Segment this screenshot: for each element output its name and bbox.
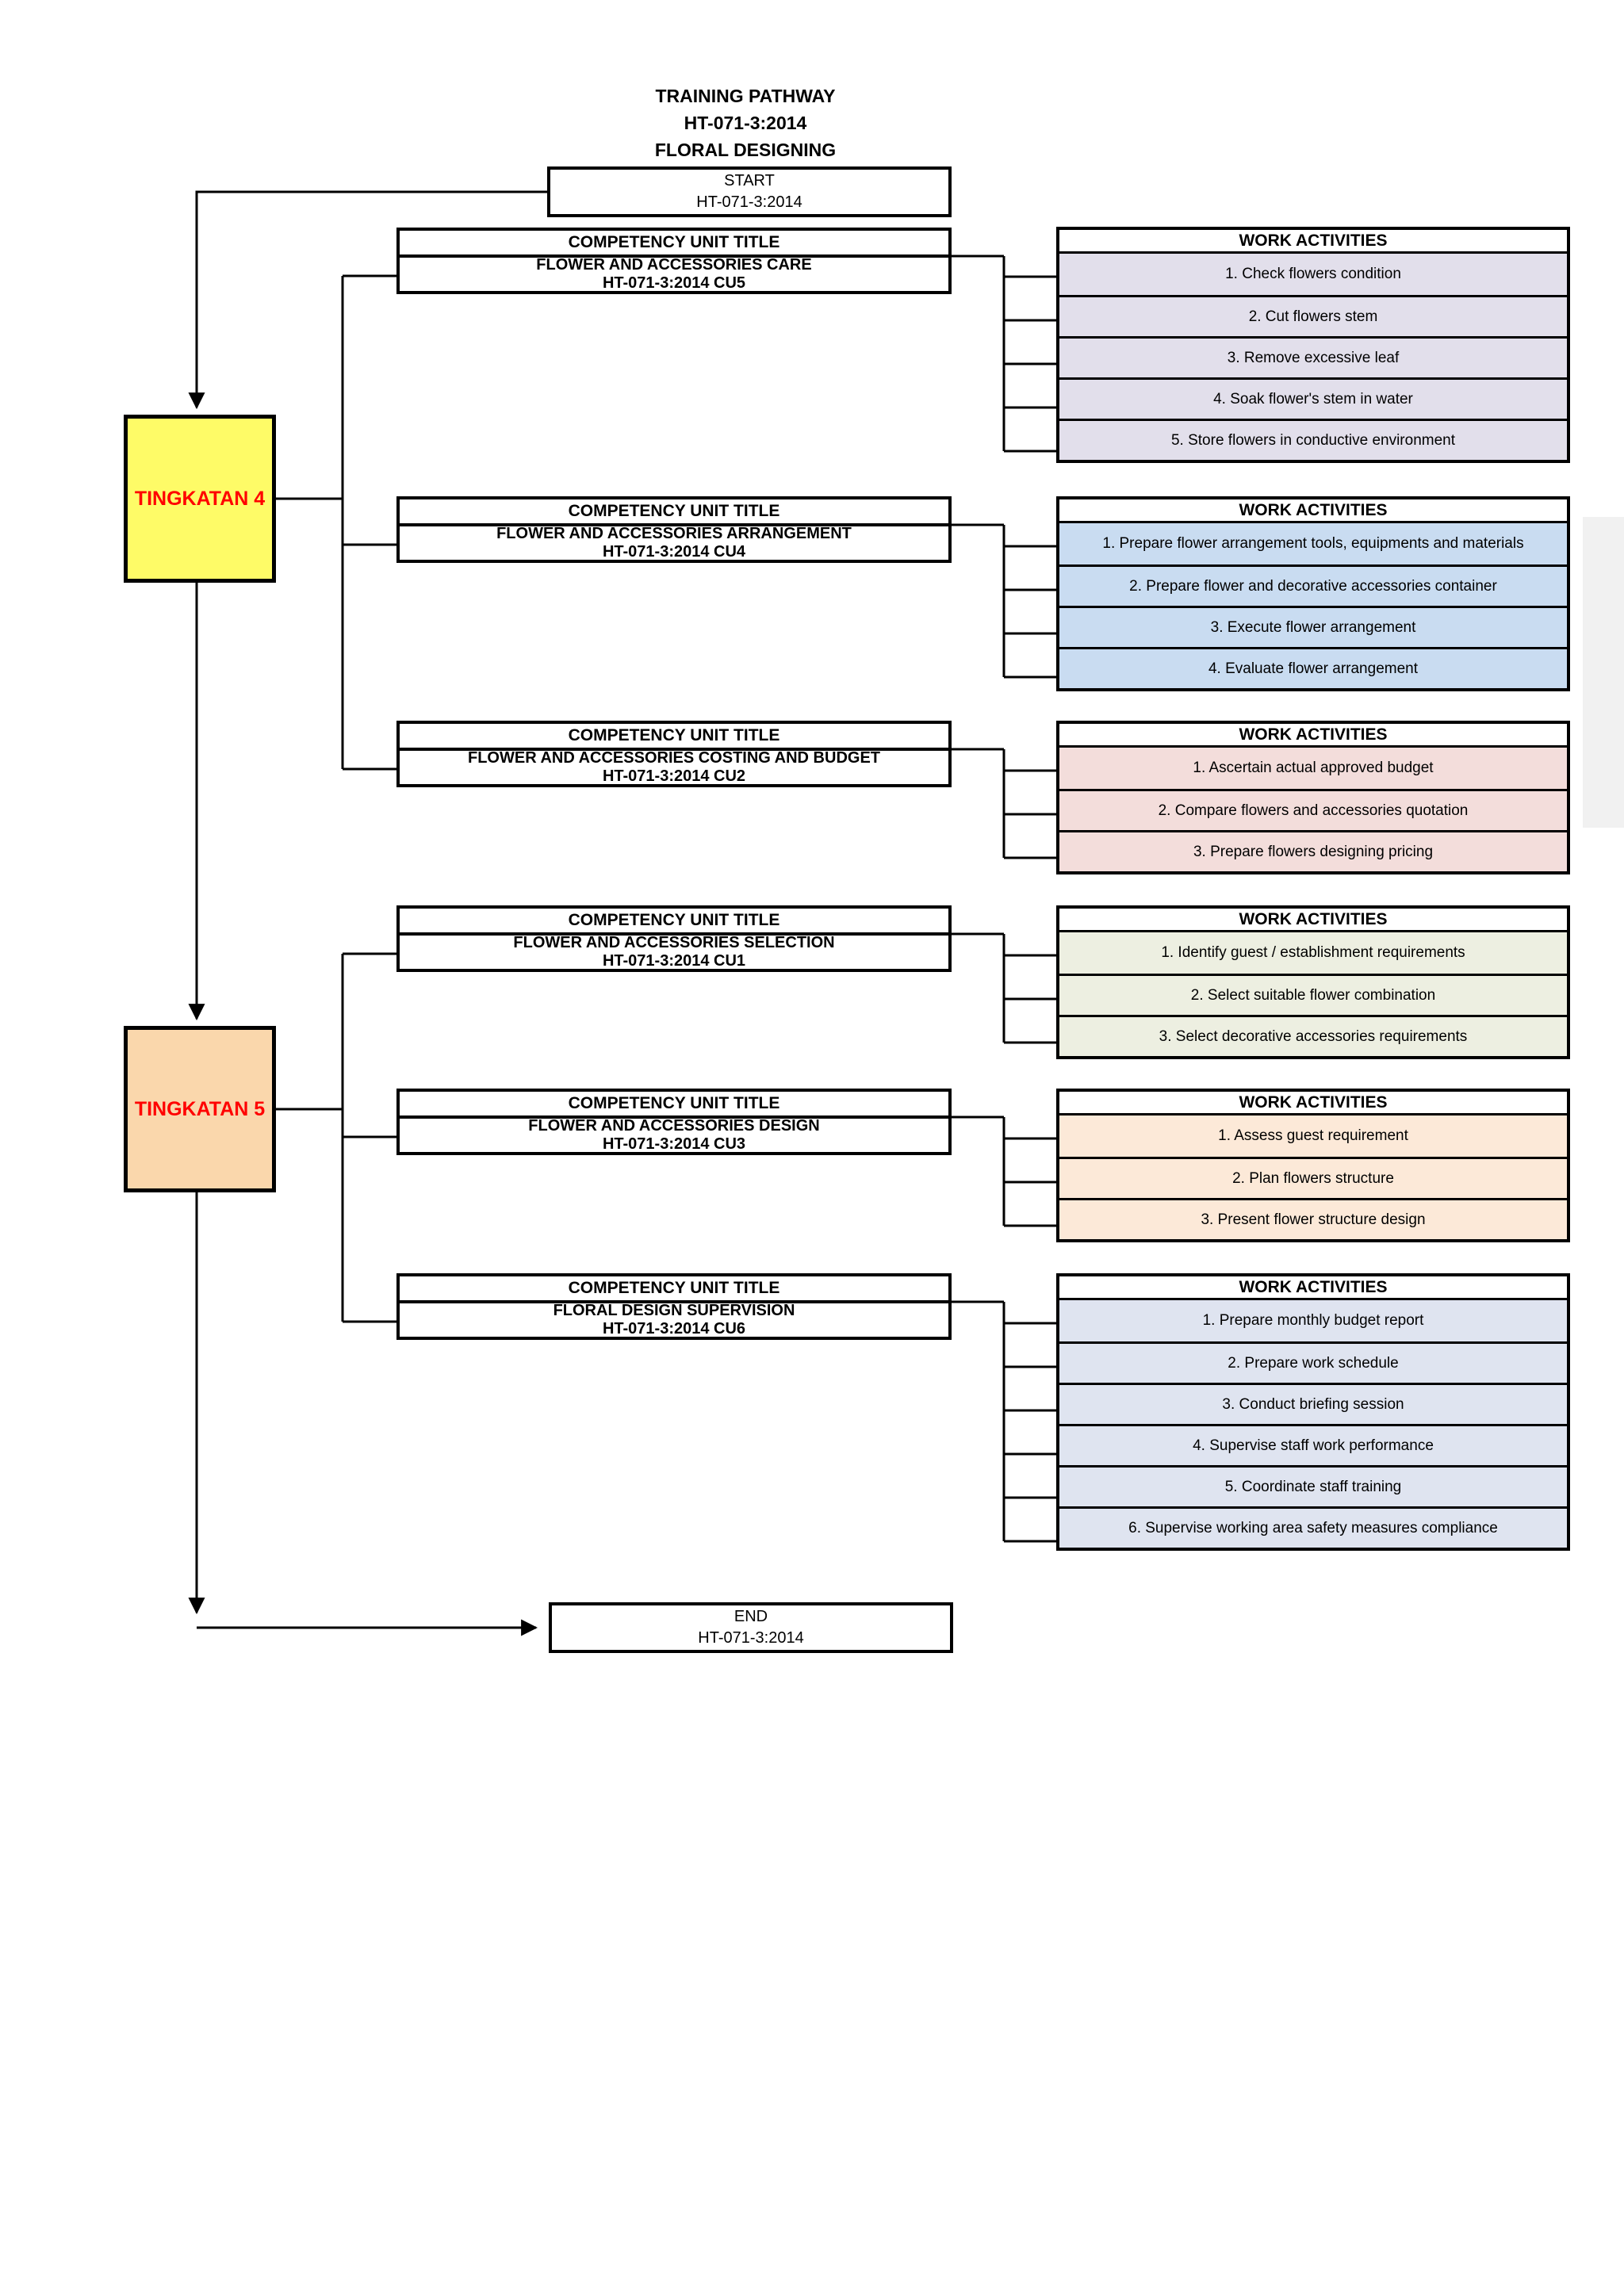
work-activity-item: 1. Prepare monthly budget report [1059, 1300, 1567, 1341]
work-activity-item: 1. Ascertain actual approved budget [1059, 748, 1567, 789]
title-line-1: TRAINING PATHWAY [655, 86, 836, 106]
work-activity-item: 5. Coordinate staff training [1059, 1465, 1567, 1506]
competency-unit-code: HT-071-3:2014 CU5 [602, 274, 746, 292]
work-activities-header: WORK ACTIVITIES [1059, 230, 1567, 254]
end-node: END HT-071-3:2014 [549, 1602, 953, 1653]
work-activities-header: WORK ACTIVITIES [1059, 1092, 1567, 1115]
work-activities-selection: WORK ACTIVITIES 1. Identify guest / esta… [1056, 905, 1570, 1059]
level-label: TINGKATAN 5 [134, 1097, 266, 1120]
competency-unit-title: FLOWER AND ACCESSORIES SELECTION [513, 934, 835, 951]
end-label: END [733, 1608, 768, 1625]
work-activities-header: WORK ACTIVITIES [1059, 1276, 1567, 1300]
work-activity-item: 4. Soak flower's stem in water [1059, 377, 1567, 419]
competency-unit-header: COMPETENCY UNIT TITLE [400, 1276, 948, 1303]
work-activity-item: 1. Assess guest requirement [1059, 1115, 1567, 1157]
work-activity-item: 4. Evaluate flower arrangement [1059, 647, 1567, 688]
competency-unit-title: FLOWER AND ACCESSORIES DESIGN [528, 1117, 820, 1135]
work-activity-item: 1. Prepare flower arrangement tools, equ… [1059, 523, 1567, 564]
work-activities-header: WORK ACTIVITIES [1059, 909, 1567, 932]
competency-unit-supervision: COMPETENCY UNIT TITLE FLORAL DESIGN SUPE… [396, 1273, 952, 1340]
level-node-tingkatan-5: TINGKATAN 5 [124, 1026, 276, 1192]
competency-unit-care: COMPETENCY UNIT TITLE FLOWER AND ACCESSO… [396, 228, 952, 294]
competency-unit-selection: COMPETENCY UNIT TITLE FLOWER AND ACCESSO… [396, 905, 952, 972]
work-activity-item: 6. Supervise working area safety measure… [1059, 1506, 1567, 1548]
start-label: START [724, 172, 775, 189]
work-activity-item: 5. Store flowers in conductive environme… [1059, 419, 1567, 460]
competency-unit-title: FLOWER AND ACCESSORIES CARE [536, 256, 812, 274]
start-code: HT-071-3:2014 [696, 193, 802, 211]
work-activity-item: 2. Plan flowers structure [1059, 1157, 1567, 1198]
competency-unit-arrangement: COMPETENCY UNIT TITLE FLOWER AND ACCESSO… [396, 496, 952, 563]
competency-unit-title: FLORAL DESIGN SUPERVISION [553, 1302, 795, 1319]
competency-unit-code: HT-071-3:2014 CU2 [602, 767, 746, 785]
work-activities-design: WORK ACTIVITIES 1. Assess guest requirem… [1056, 1089, 1570, 1242]
competency-unit-code: HT-071-3:2014 CU4 [602, 543, 746, 561]
work-activity-item: 2. Select suitable flower combination [1059, 974, 1567, 1015]
competency-unit-design: COMPETENCY UNIT TITLE FLOWER AND ACCESSO… [396, 1089, 952, 1155]
page-title: TRAINING PATHWAY HT-071-3:2014 FLORAL DE… [428, 82, 1063, 163]
work-activity-item: 3. Remove excessive leaf [1059, 336, 1567, 377]
competency-unit-header: COMPETENCY UNIT TITLE [400, 1092, 948, 1119]
work-activity-item: 3. Present flower structure design [1059, 1198, 1567, 1239]
competency-unit-code: HT-071-3:2014 CU3 [602, 1135, 746, 1153]
work-activity-item: 2. Prepare flower and decorative accesso… [1059, 564, 1567, 606]
work-activity-item: 1. Identify guest / establishment requir… [1059, 932, 1567, 974]
title-line-3: FLORAL DESIGNING [654, 140, 837, 160]
competency-unit-header: COMPETENCY UNIT TITLE [400, 499, 948, 526]
work-activity-item: 4. Supervise staff work performance [1059, 1424, 1567, 1465]
work-activities-costing-budget: WORK ACTIVITIES 1. Ascertain actual appr… [1056, 721, 1570, 874]
work-activities-supervision: WORK ACTIVITIES 1. Prepare monthly budge… [1056, 1273, 1570, 1551]
work-activities-care: WORK ACTIVITIES 1. Check flowers conditi… [1056, 227, 1570, 463]
work-activity-item: 2. Prepare work schedule [1059, 1341, 1567, 1383]
work-activity-item: 3. Prepare flowers designing pricing [1059, 830, 1567, 871]
competency-unit-code: HT-071-3:2014 CU6 [602, 1320, 746, 1337]
work-activities-header: WORK ACTIVITIES [1059, 724, 1567, 748]
work-activity-item: 2. Cut flowers stem [1059, 295, 1567, 336]
level-node-tingkatan-4: TINGKATAN 4 [124, 415, 276, 583]
competency-unit-costing-budget: COMPETENCY UNIT TITLE FLOWER AND ACCESSO… [396, 721, 952, 787]
competency-unit-code: HT-071-3:2014 CU1 [602, 952, 746, 970]
competency-unit-header: COMPETENCY UNIT TITLE [400, 724, 948, 751]
work-activity-item: 1. Check flowers condition [1059, 254, 1567, 295]
end-code: HT-071-3:2014 [698, 1629, 804, 1647]
work-activity-item: 3. Execute flower arrangement [1059, 606, 1567, 647]
work-activity-item: 3. Conduct briefing session [1059, 1383, 1567, 1424]
work-activity-item: 3. Select decorative accessories require… [1059, 1015, 1567, 1056]
work-activity-item: 2. Compare flowers and accessories quota… [1059, 789, 1567, 830]
work-activities-header: WORK ACTIVITIES [1059, 499, 1567, 523]
page-edge-artifact [1583, 517, 1624, 828]
start-node: START HT-071-3:2014 [547, 166, 952, 217]
level-label: TINGKATAN 4 [134, 487, 266, 510]
competency-unit-header: COMPETENCY UNIT TITLE [400, 231, 948, 258]
competency-unit-title: FLOWER AND ACCESSORIES ARRANGEMENT [496, 525, 852, 542]
competency-unit-header: COMPETENCY UNIT TITLE [400, 909, 948, 936]
title-line-2: HT-071-3:2014 [684, 113, 807, 133]
work-activities-arrangement: WORK ACTIVITIES 1. Prepare flower arrang… [1056, 496, 1570, 691]
competency-unit-title: FLOWER AND ACCESSORIES COSTING AND BUDGE… [467, 749, 880, 767]
